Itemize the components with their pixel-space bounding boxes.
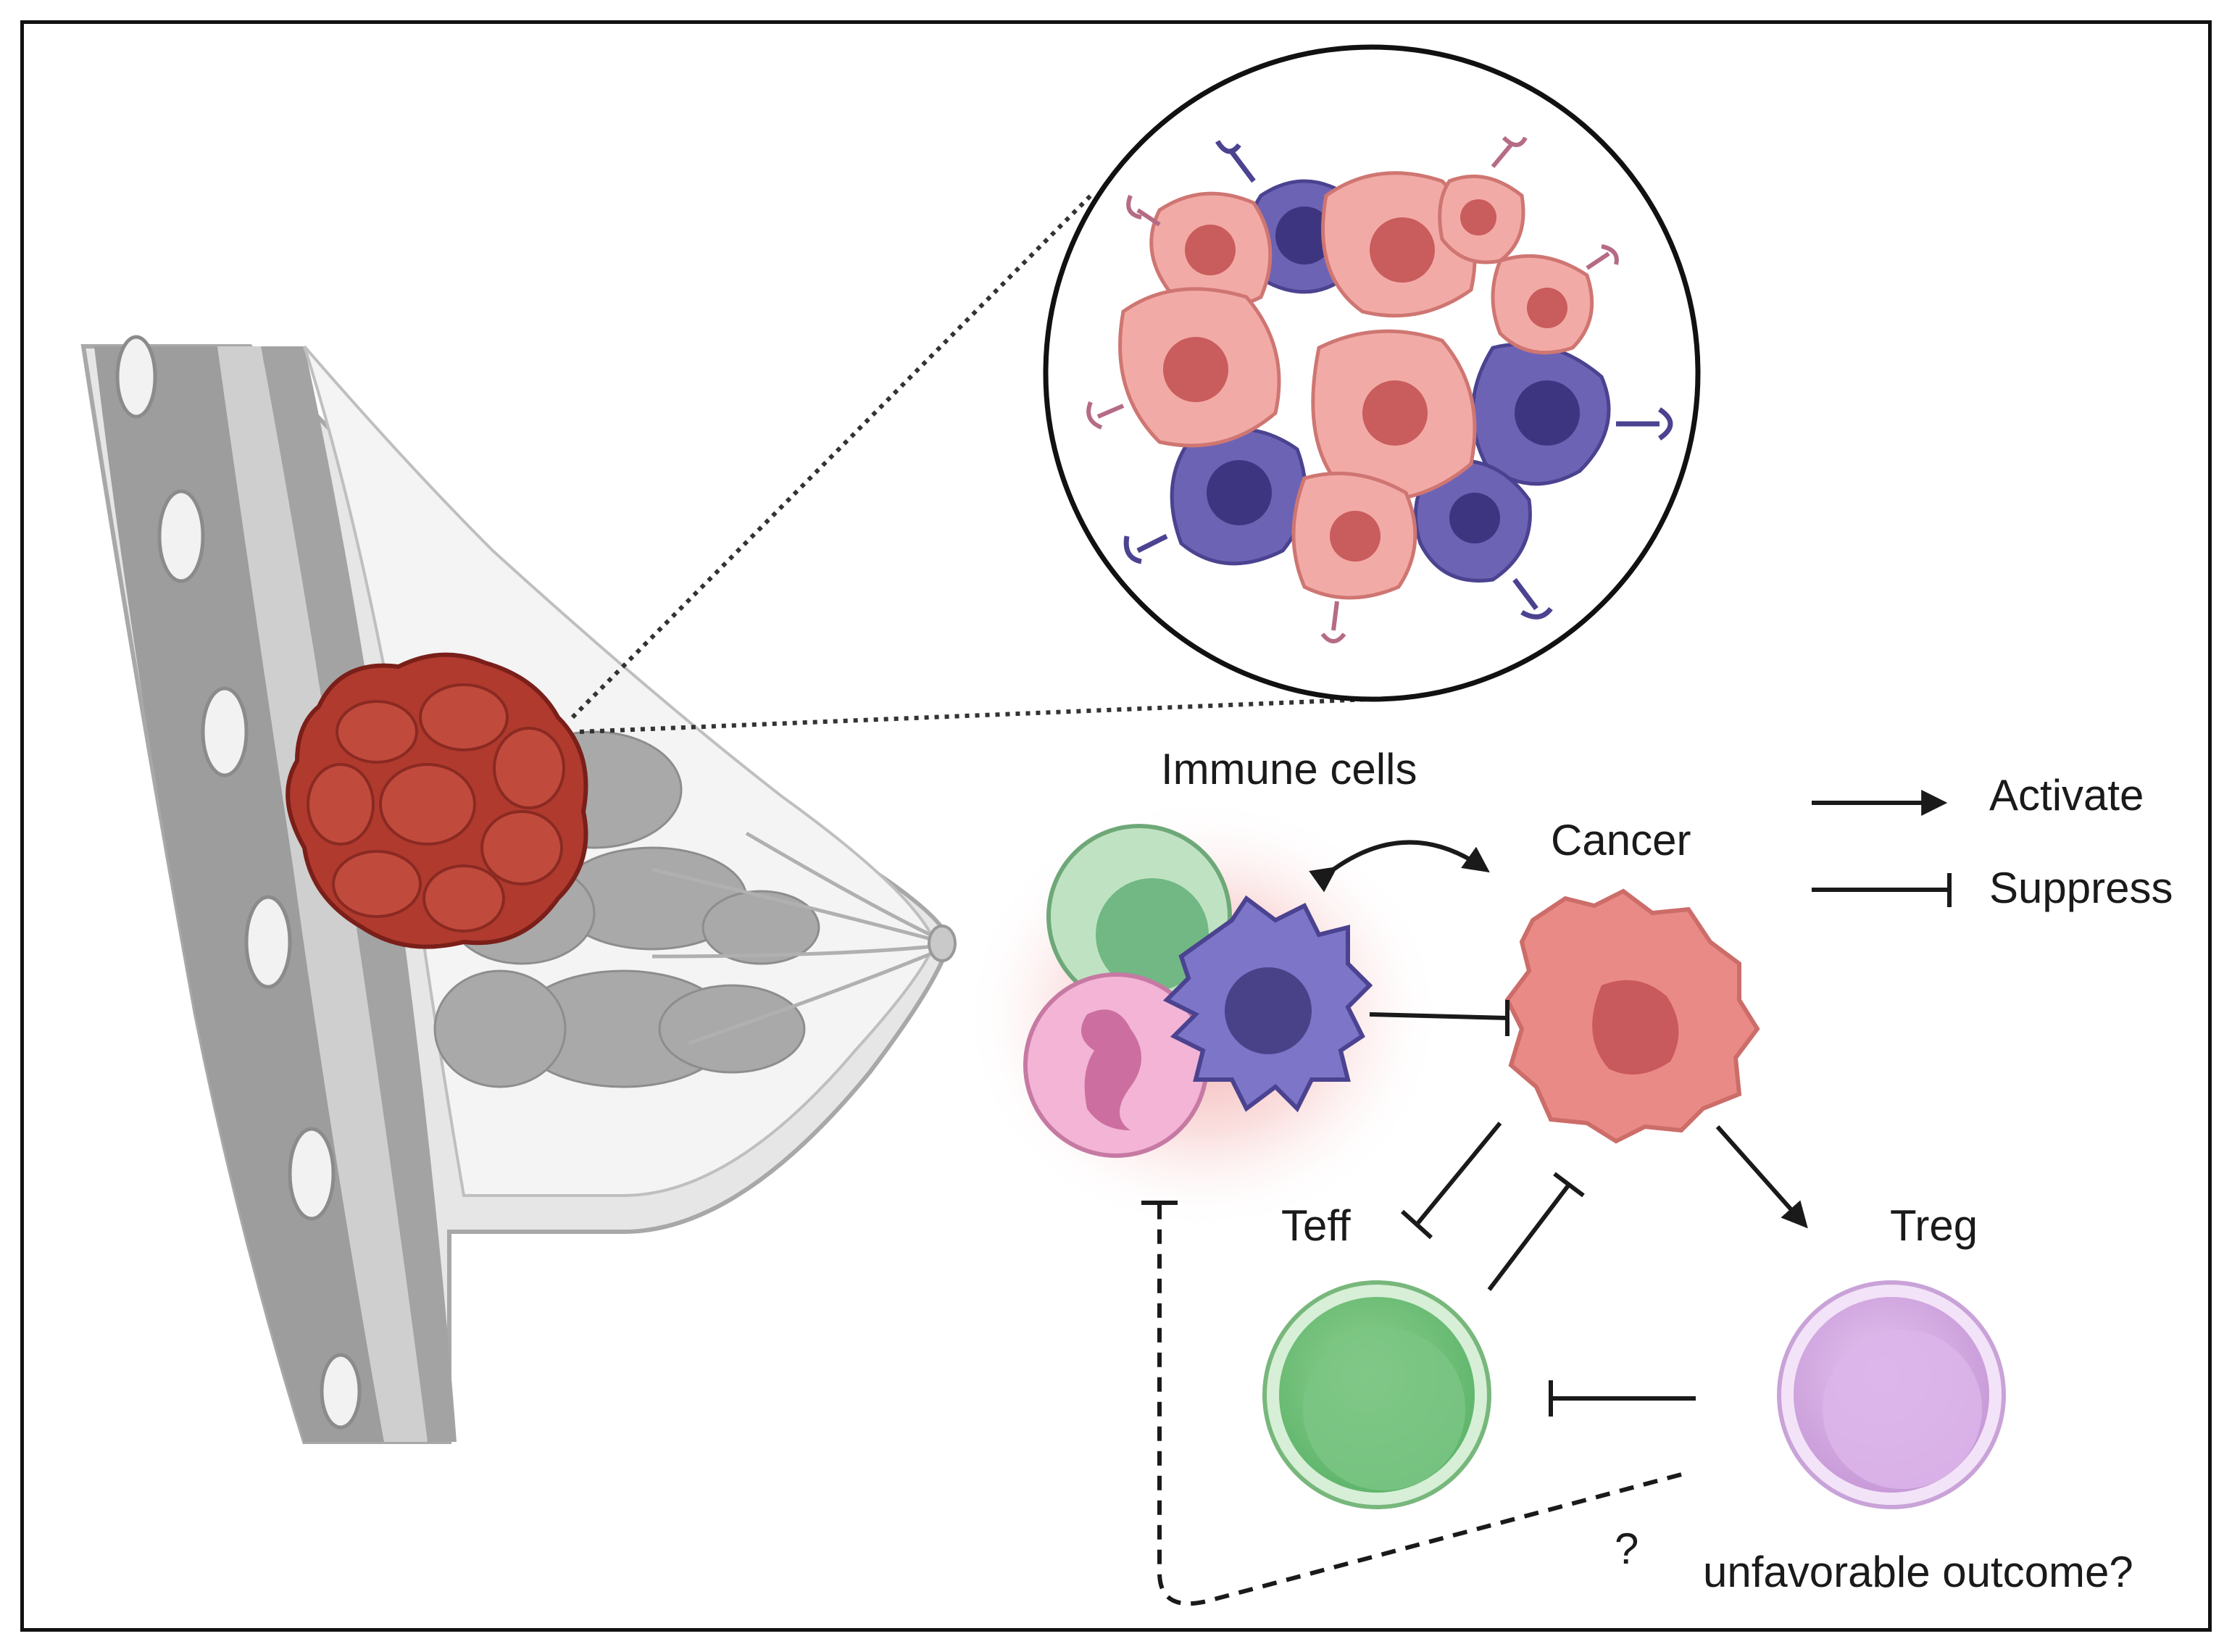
treg-label: Treg [1890, 1201, 1978, 1250]
relationship-arrows [1141, 840, 1808, 1606]
immune-cancer-crosstalk-arrow [1309, 840, 1490, 893]
cancer-activate-treg [1715, 1125, 1808, 1229]
dendritic-cell [1162, 895, 1373, 1113]
legend-activate-label: Activate [1989, 771, 2144, 819]
dashed-feedback-path [1157, 1203, 1682, 1606]
immune-cells-label: Immune cells [1161, 745, 1417, 793]
cancer-suppress-teff [1415, 1122, 1502, 1226]
milk-ducts [651, 831, 944, 1046]
immune-cells-cluster [964, 797, 1442, 1232]
breast-anatomy [80, 335, 957, 1444]
teff-label: Teff [1281, 1201, 1351, 1250]
receptors [1123, 140, 1673, 620]
treg-cell [1777, 1280, 2006, 1509]
zoom-lines [570, 190, 1370, 734]
cancer-cell [1504, 888, 1760, 1144]
neutrophil-cell [1023, 972, 1209, 1158]
cancer-label: Cancer [1551, 816, 1691, 864]
tumor-mass [286, 652, 588, 949]
unfavorable-outcome-label: unfavorable outcome? [1703, 1548, 2133, 1596]
legend [1812, 790, 1952, 907]
zoom-circle [1043, 44, 1701, 702]
teff-suppress-cancer [1487, 1183, 1571, 1291]
question-mark-label: ? [1615, 1524, 1639, 1573]
teff-cell [1262, 1280, 1491, 1509]
immune-suppress-cancer [1369, 1012, 1508, 1020]
ribs [115, 335, 362, 1430]
legend-suppress-label: Suppress [1989, 864, 2173, 912]
nipple [928, 925, 957, 962]
